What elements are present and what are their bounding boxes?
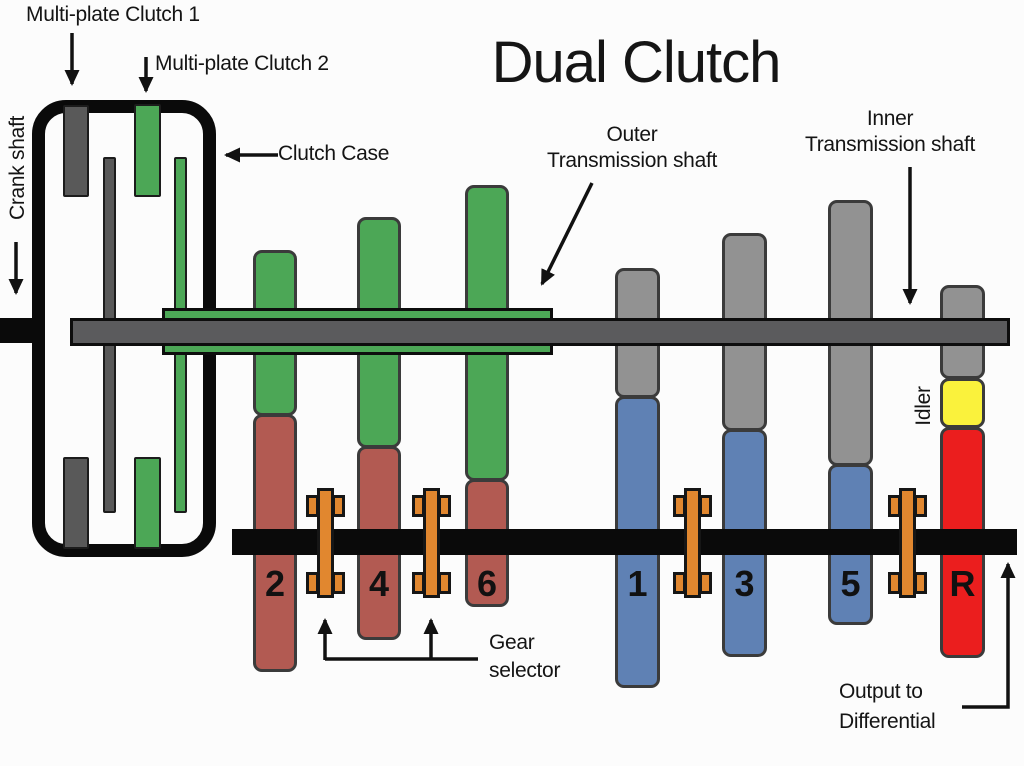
- label-multi-plate-clutch-2: Multi-plate Clutch 2: [155, 52, 329, 75]
- clutch1-plate-top: [63, 105, 89, 197]
- gear-label-2: 2: [264, 563, 286, 604]
- label-output-to-differential: Output to Differential: [839, 677, 936, 737]
- selector-bar: [423, 488, 440, 598]
- label-outer-line2: Transmission shaft: [546, 149, 718, 172]
- idler-gear-yellow: [940, 378, 985, 428]
- page-title: Dual Clutch: [491, 30, 782, 95]
- clutch1-plate-bottom: [63, 457, 89, 549]
- gear-label-4: 4: [368, 563, 390, 604]
- gear-label-r: R: [949, 563, 976, 604]
- label-output-line2: Differential: [839, 710, 936, 733]
- counter-shaft-bar: [232, 529, 1017, 555]
- label-clutch-case: Clutch Case: [278, 142, 390, 165]
- selector-bar: [899, 488, 916, 598]
- label-gear-selector: Gear selector: [489, 629, 560, 685]
- label-gear-selector-line2: selector: [489, 659, 561, 682]
- gear-label-6: 6: [476, 563, 498, 604]
- selector-bar: [684, 488, 701, 598]
- arrow-outer-shaft: [540, 182, 594, 286]
- label-idler: Idler: [912, 386, 935, 426]
- label-inner-transmission-shaft: Inner Transmission shaft: [740, 106, 1024, 158]
- label-outer-transmission-shaft: Outer Transmission shaft: [482, 122, 782, 174]
- label-inner-line1: Inner: [866, 107, 914, 130]
- label-gear-selector-line1: Gear: [489, 631, 535, 654]
- label-inner-line2: Transmission shaft: [804, 133, 976, 156]
- inner-transmission-shaft: [70, 318, 1010, 346]
- label-outer-line1: Outer: [606, 123, 658, 146]
- clutch2-plate-top: [134, 104, 161, 197]
- selector-bar: [317, 488, 334, 598]
- gear-label-3: 3: [734, 563, 755, 604]
- crank-shaft-bar: [0, 318, 43, 343]
- gear-label-5: 5: [840, 563, 861, 604]
- label-crank-shaft: Crank shaft: [6, 115, 29, 221]
- gear-label-1: 1: [627, 563, 648, 604]
- label-output-line1: Output to: [839, 680, 923, 703]
- clutch2-plate-bottom: [134, 457, 161, 549]
- label-multi-plate-clutch-1: Multi-plate Clutch 1: [26, 3, 200, 26]
